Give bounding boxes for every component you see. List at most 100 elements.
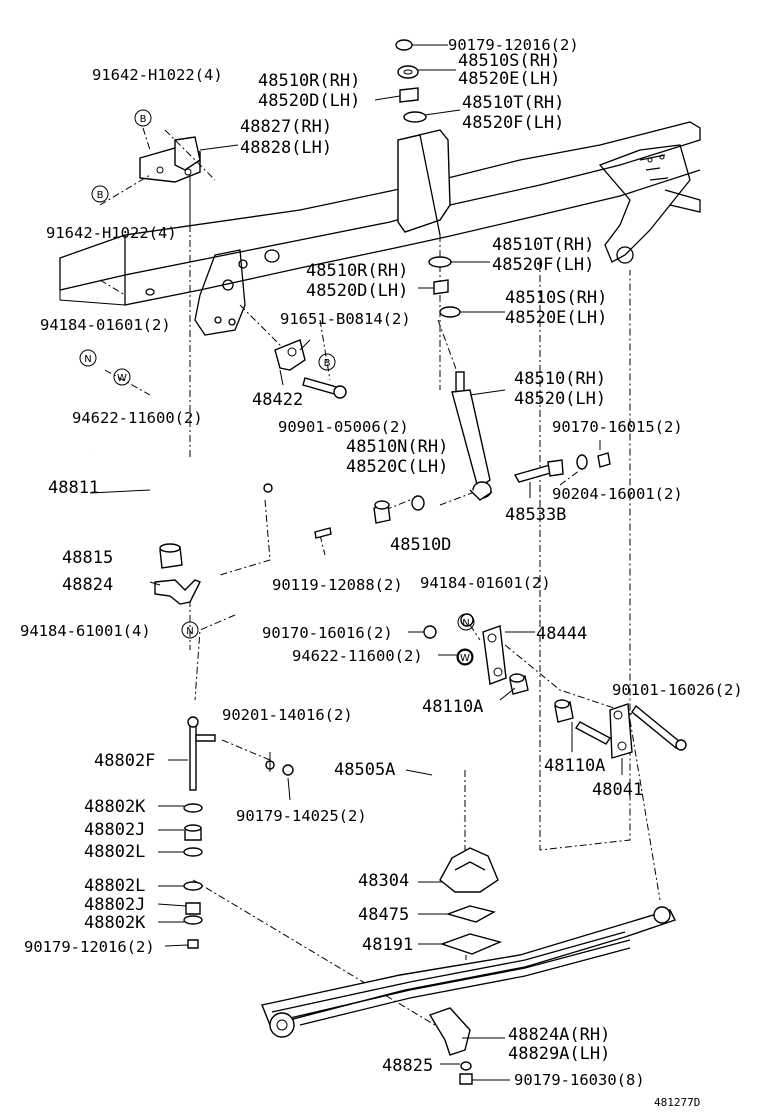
svg-text:B: B [140,114,147,125]
leaf-spring [261,906,676,1085]
link-bushing-stack [183,803,203,949]
label-90179-14025: 90179-14025(2) [236,807,367,825]
label-48110A-a: 48110A [422,697,483,717]
nut-symbol-a: N [79,349,97,367]
svg-text:B: B [324,358,331,369]
label-48802J-b: 48802J [84,895,145,915]
label-48505A: 48505A [334,760,395,780]
bump-stopper-bracket [139,136,201,183]
label-90201-14016: 90201-14016(2) [222,706,353,724]
label-48520C-lh: 48520C(LH) [346,457,448,477]
part-labels: 90179-12016(2) 48510S(RH) 48520E(LH) 916… [20,36,743,1109]
label-48802F: 48802F [94,751,155,771]
label-90170-16015: 90170-16015(2) [552,418,683,436]
label-90179-12016-top: 90179-12016(2) [448,36,579,54]
label-48802K-a: 48802K [84,797,146,817]
shock-tower-bracket [397,129,451,236]
label-48510R-rh-top: 48510R(RH) [258,71,360,91]
label-48520D-lh-mid: 48520D(LH) [306,281,408,301]
stabilizer-bar [94,452,273,513]
bolt-symbol-top: B [134,109,152,127]
svg-text:B: B [97,190,104,201]
frame-rail [59,121,701,336]
label-48191: 48191 [362,935,413,955]
label-48475: 48475 [358,905,409,925]
label-48520F-lh-mid: 48520F(LH) [492,255,594,275]
label-48110A-b: 48110A [544,756,605,776]
assembly-leader-lines [99,127,661,1041]
label-48510R-rh-mid: 48510R(RH) [306,261,408,281]
label-48520E-lh-top: 48520E(LH) [458,69,560,89]
label-94622-11600-b: 94622-11600(2) [292,647,423,665]
label-90179-16030: 90179-16030(8) [514,1071,645,1089]
symbol-markers: B B N W B N N W [79,109,475,666]
label-48510-rh: 48510(RH) [514,369,606,389]
svg-text:W: W [460,653,470,664]
label-94184-61001: 94184-61001(4) [20,622,151,640]
label-48422: 48422 [252,390,303,410]
shackle-48041 [574,703,687,759]
shock-lower-pin [513,452,611,483]
label-94622-11600-a: 94622-11600(2) [72,409,203,427]
shackle-bushings [509,673,574,723]
label-48520E-lh-mid: 48520E(LH) [505,308,607,328]
label-90179-12016-bot: 90179-12016(2) [24,938,155,956]
stabilizer-link [187,716,294,791]
label-48510D: 48510D [390,535,451,555]
label-48828-lh: 48828(LH) [240,138,332,158]
label-91642-h1022-bot: 91642-H1022(4) [46,224,177,242]
label-48824: 48824 [62,575,113,595]
label-48520-lh: 48520(LH) [514,389,606,409]
label-48824A-rh: 48824A(RH) [508,1025,610,1045]
label-48510S-rh-mid: 48510S(RH) [505,288,607,308]
u-bolts [430,753,496,831]
nut-symbol-b: N [181,621,199,639]
bolt-symbol-mid: B [318,353,336,371]
callout-lines [89,44,623,1081]
nut-symbol-c: N [457,613,475,631]
label-48510T-rh-mid: 48510T(RH) [492,235,594,255]
label-48510N-rh: 48510N(RH) [346,437,448,457]
label-91642-h1022-top: 91642-H1022(4) [92,66,223,84]
label-91651-b0814: 91651-B0814(2) [280,310,411,328]
lower-shock-bushings [428,256,461,318]
bracket-48422 [274,339,347,399]
label-48815: 48815 [62,548,113,568]
label-48827-rh: 48827(RH) [240,117,332,137]
label-48811: 48811 [48,478,99,498]
bolt-90119 [314,527,332,539]
svg-text:N: N [186,626,193,637]
shackle-48444 [423,613,507,685]
bump-stopper-48304 [439,847,503,955]
shock-absorber [451,371,493,501]
label-90119-12088: 90119-12088(2) [272,576,403,594]
bolt-symbol-left: B [91,185,109,203]
label-90101-16026: 90101-16026(2) [612,681,743,699]
diagram-code: 481277D [654,1096,700,1109]
label-48802L-b: 48802L [84,876,145,896]
label-90204-16001: 90204-16001(2) [552,485,683,503]
label-48533B: 48533B [505,505,566,525]
label-48829A-lh: 48829A(LH) [508,1044,610,1064]
shock-bushing-48510N [373,495,425,524]
label-48802L-a: 48802L [84,842,145,862]
svg-text:N: N [84,354,91,365]
washer-symbol-b: W [456,648,474,666]
label-48510T-rh-top: 48510T(RH) [462,93,564,113]
label-48825: 48825 [382,1056,433,1076]
label-48041: 48041 [592,780,643,800]
label-48510S-rh-top: 48510S(RH) [458,51,560,71]
label-94184-01601-b: 94184-01601(2) [420,574,551,592]
svg-text:W: W [117,373,127,384]
label-48304: 48304 [358,871,409,891]
label-94184-01601-a: 94184-01601(2) [40,316,171,334]
svg-text:N: N [462,618,469,629]
label-48444: 48444 [536,624,587,644]
label-90170-16016: 90170-16016(2) [262,624,393,642]
label-48520D-lh-top: 48520D(LH) [258,91,360,111]
label-48802K-b: 48802K [84,913,146,933]
label-48802J-a: 48802J [84,820,145,840]
stabilizer-bushing-bracket [154,543,201,605]
